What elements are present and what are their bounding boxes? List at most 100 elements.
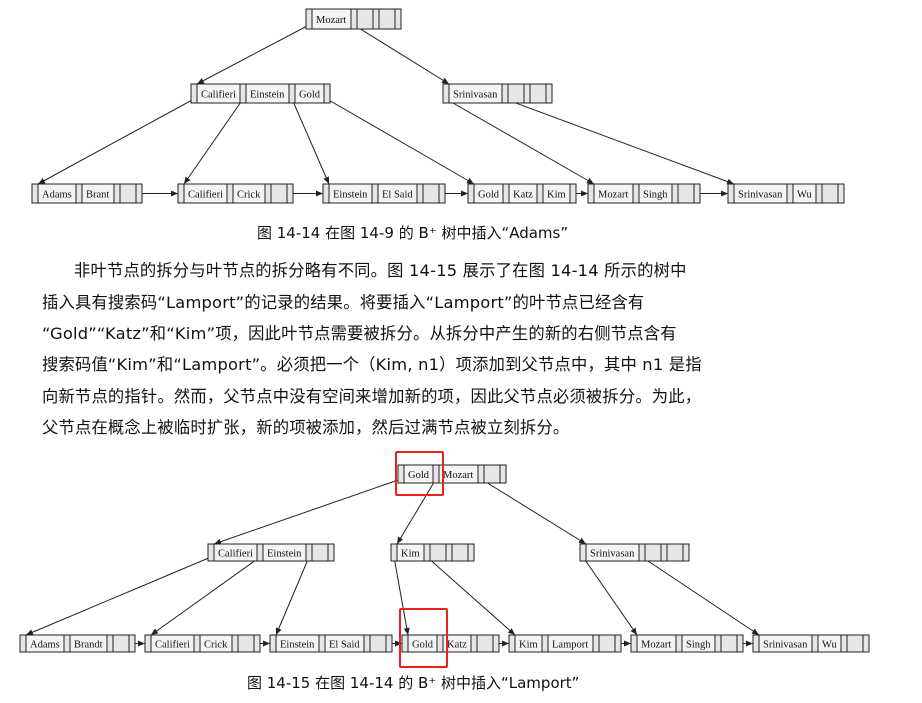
child-pointer-arrow	[25, 556, 212, 636]
pointer-cell	[438, 183, 446, 204]
pointer-cell	[614, 634, 622, 653]
leaf-node: Srinivasan Wu	[727, 183, 845, 204]
key-label: Wu	[822, 640, 837, 651]
key-label: Mozart	[641, 640, 671, 651]
key-cell	[451, 543, 469, 562]
key-label: Katz	[513, 190, 533, 201]
pointer-cell	[815, 183, 823, 204]
key-label: Gold	[299, 90, 321, 101]
pointer-cell	[63, 634, 71, 653]
pointer-cell	[569, 183, 577, 204]
paragraph-line: “Gold”“Katz”和“Kim”项，因此叶节点需要被拆分。从拆分中产生的新的…	[42, 324, 677, 343]
pointer-cell	[545, 83, 553, 104]
child-pointer-arrow	[326, 98, 475, 185]
key-label: Einstein	[333, 190, 368, 201]
key-cell	[356, 8, 374, 30]
key-cell	[846, 634, 864, 653]
key-cell	[677, 183, 695, 204]
child-pointer-arrow	[196, 24, 310, 85]
child-pointer-arrow	[291, 98, 330, 185]
pointer-cell	[660, 543, 668, 562]
pointer-cell	[840, 634, 848, 653]
key-label: Kim	[401, 549, 420, 560]
pointer-cell	[587, 183, 595, 204]
root-node: Mozart	[305, 8, 402, 30]
key-cell	[237, 634, 255, 653]
pointer-cell	[714, 634, 722, 653]
pointer-cell	[327, 543, 335, 562]
leaf-node: Califieri Crick	[144, 634, 261, 653]
key-label: Crick	[237, 190, 261, 201]
child-pointer-arrow	[641, 556, 760, 636]
key-label: El Said	[329, 640, 360, 651]
key-cell	[311, 543, 329, 562]
key-label: Wu	[797, 190, 812, 201]
internal-node: Srinivasan	[442, 83, 553, 104]
pointer-cell	[75, 183, 83, 204]
key-label: Srinivasan	[738, 190, 783, 201]
key-label: Gold	[478, 190, 500, 201]
key-cell	[119, 183, 137, 204]
key-cell	[598, 634, 616, 653]
pointer-cell	[477, 464, 485, 484]
pointer-cell	[811, 634, 819, 653]
pointer-cell	[442, 83, 450, 104]
pointer-cell	[752, 634, 760, 653]
pointer-cell	[394, 8, 402, 30]
pointer-cell	[470, 634, 478, 653]
paragraph-line: 插入具有搜索码“Lamport”的记录的结果。将要插入“Lamport”的叶节点…	[42, 293, 645, 312]
key-label: Einstein	[280, 640, 315, 651]
key-label: Adams	[42, 190, 72, 201]
pointer-cell	[193, 634, 201, 653]
figure-14-14-caption: 图 14-14 在图 14-9 的 B⁺ 树中插入“Adams”	[257, 224, 569, 242]
key-cell	[270, 183, 288, 204]
key-label: Singh	[686, 640, 711, 651]
pointer-cell	[445, 543, 453, 562]
pointer-cell	[675, 634, 683, 653]
pointer-cell	[231, 634, 239, 653]
key-label: Crick	[204, 640, 228, 651]
pointer-cell	[416, 183, 424, 204]
key-label: Califieri	[155, 640, 190, 651]
pointer-cell	[499, 464, 507, 484]
pointer-cell	[239, 83, 247, 104]
child-pointer-arrow	[150, 556, 261, 636]
pointer-cell	[269, 634, 277, 653]
key-label: Einstein	[250, 90, 285, 101]
key-label: Mozart	[443, 470, 473, 481]
pointer-cell	[501, 83, 509, 104]
highlight-box-leaf-gold	[399, 608, 448, 668]
key-label: Adams	[30, 640, 60, 651]
pointer-cell	[113, 183, 121, 204]
pointer-cell	[264, 183, 272, 204]
child-pointer-arrow	[445, 98, 595, 185]
pointer-cell	[286, 183, 294, 204]
leaf-node: Mozart Singh	[630, 634, 744, 653]
leaf-node: Einstein El Said	[269, 634, 393, 653]
key-label: Einstein	[267, 549, 302, 560]
pointer-cell	[671, 183, 679, 204]
pointer-cell	[305, 8, 313, 30]
pointer-cell	[322, 183, 330, 204]
child-pointer-arrow	[582, 556, 638, 636]
child-pointer-arrow	[213, 478, 402, 545]
key-cell	[529, 83, 547, 104]
key-cell	[507, 83, 525, 104]
child-pointer-arrow	[504, 98, 735, 185]
child-pointer-arrow	[275, 556, 310, 636]
pointer-cell	[693, 183, 701, 204]
pointer-cell	[523, 83, 531, 104]
pointer-cell	[207, 543, 215, 562]
pointer-cell	[736, 634, 744, 653]
paragraph-line: 父节点在概念上被临时扩张，新的项被添加，然后过满节点被立刻拆分。	[42, 418, 570, 437]
